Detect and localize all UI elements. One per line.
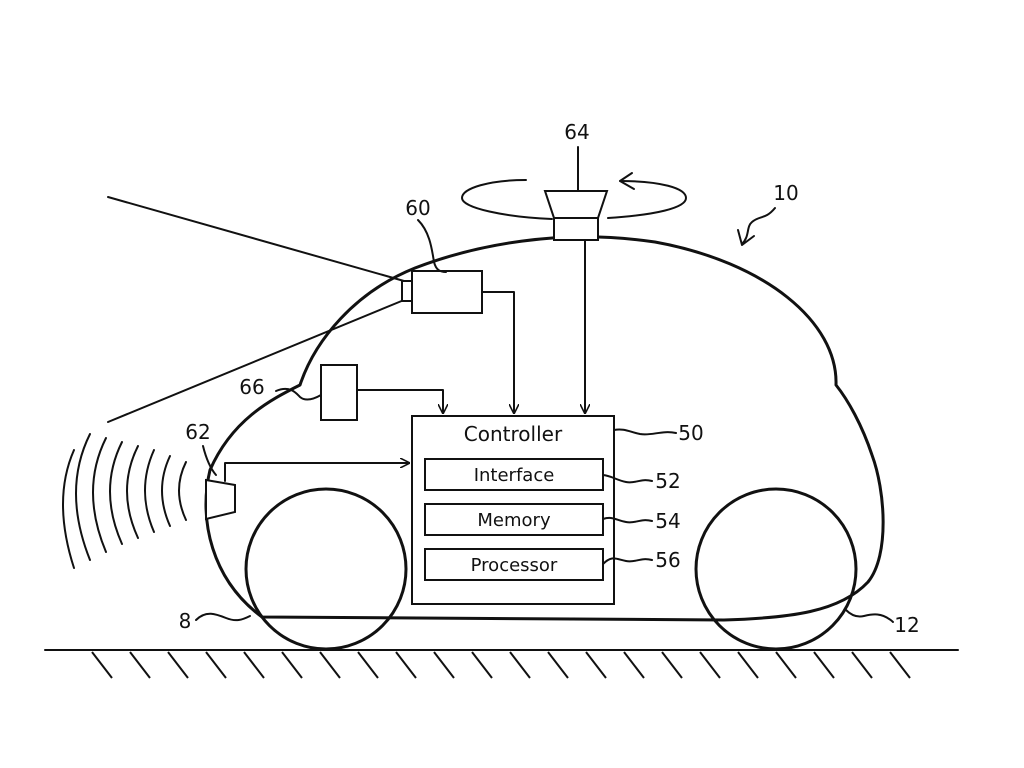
- leader-lines: [195, 146, 894, 623]
- vehicle-ref-arrowhead: [737, 229, 755, 246]
- ref-52: 52: [655, 469, 680, 493]
- ref-62: 62: [185, 420, 210, 444]
- sensor66-to-controller: [356, 389, 443, 414]
- controller-50: Controller Interface Memory Processor: [411, 415, 615, 605]
- camera-fov-upper: [107, 196, 405, 282]
- ref-54: 54: [655, 509, 680, 533]
- ref-56: 56: [655, 548, 680, 572]
- ref-64: 64: [564, 120, 589, 144]
- camera-to-controller: [481, 291, 514, 414]
- ref-50: 50: [678, 421, 703, 445]
- lidar-64: [461, 172, 687, 241]
- memory-module: [424, 503, 604, 536]
- ground: [44, 649, 959, 679]
- ref-10: 10: [773, 181, 798, 205]
- ground-hatching: [91, 651, 911, 679]
- ref-8: 8: [179, 609, 192, 633]
- camera-fov-lower: [107, 299, 405, 423]
- interface-label: Interface: [474, 465, 555, 486]
- processor-module: [424, 548, 604, 581]
- lidar-rotation-arc-right: [607, 180, 687, 219]
- ref-12: 12: [894, 613, 919, 637]
- vehicle-body: [204, 235, 885, 622]
- lidar-rotation-arc-left: [461, 179, 553, 220]
- connections: [224, 239, 585, 482]
- rear-wheel: [244, 487, 408, 651]
- sensor-waves: [62, 433, 187, 569]
- camera-60: [401, 270, 483, 314]
- ref-66: 66: [239, 375, 264, 399]
- controller-title: Controller: [464, 422, 563, 446]
- front-wheel: [694, 487, 858, 651]
- sensor-66: [320, 364, 358, 421]
- sensor62-to-controller: [224, 463, 410, 482]
- ref-60: 60: [405, 196, 430, 220]
- sensor-62: [205, 478, 236, 521]
- memory-label: Memory: [477, 510, 551, 531]
- processor-label: Processor: [471, 555, 558, 576]
